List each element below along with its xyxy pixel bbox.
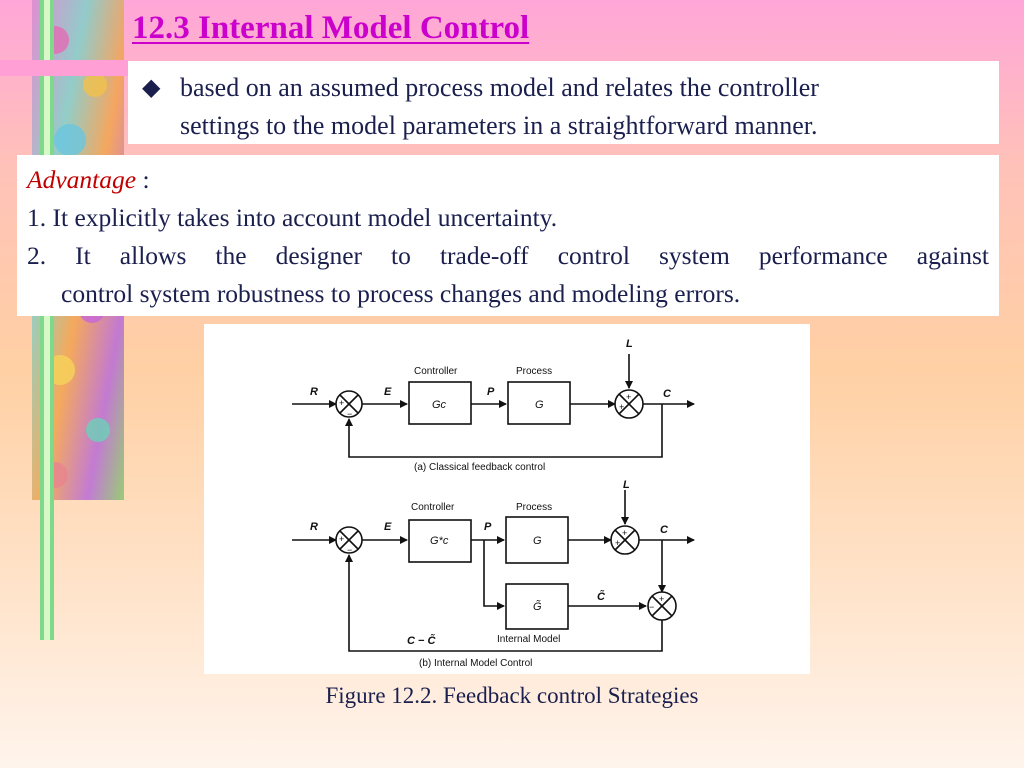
sum1-minus-a: − xyxy=(347,409,352,419)
signal-c-a: C xyxy=(663,388,672,400)
intro-line-1: based on an assumed process model and re… xyxy=(180,73,819,102)
sum2-plus-top-b: + xyxy=(622,528,627,538)
signal-l-b: L xyxy=(623,479,630,491)
controller-label-a: Controller xyxy=(414,366,458,377)
process-block-b: G xyxy=(533,535,542,547)
process-label-b: Process xyxy=(516,502,552,513)
sum2-plus-top-a: + xyxy=(626,392,631,402)
internal-model-label-b: Internal Model xyxy=(497,634,560,645)
sum3-minus-b: − xyxy=(649,602,654,612)
signal-e-a: E xyxy=(384,386,392,398)
sum2-plus-left-a: + xyxy=(619,402,624,412)
sum1-minus-b: − xyxy=(347,545,352,555)
signal-e-b: E xyxy=(384,521,392,533)
decorative-side-strip xyxy=(0,0,128,640)
signal-p-b: P xyxy=(484,521,492,533)
diamond-bullet-icon: ◆ xyxy=(142,75,161,101)
advantage-colon: : xyxy=(136,165,150,194)
controller-block-a: Gc xyxy=(432,399,447,411)
process-label-a: Process xyxy=(516,366,552,377)
signal-r-a: R xyxy=(310,386,318,398)
block-diagram: R E P L C Controller Process Gc G + − + … xyxy=(292,338,695,669)
sum2-plus-left-b: + xyxy=(615,538,620,548)
caption-b: (b) Internal Model Control xyxy=(419,658,532,669)
caption-a: (a) Classical feedback control xyxy=(414,462,545,473)
signal-c-tilde-b: C̃ xyxy=(597,590,606,603)
sum1-plus-b: + xyxy=(339,534,344,544)
model-block-b: G̃ xyxy=(533,600,542,613)
sum1-plus-a: + xyxy=(339,398,344,408)
process-block-a: G xyxy=(535,399,544,411)
slide-title: 12.3 Internal Model Control xyxy=(132,10,530,46)
advantage-heading: Advantage xyxy=(27,165,137,194)
advantage-heading-line: Advantage : xyxy=(27,161,989,199)
signal-r-b: R xyxy=(310,521,318,533)
signal-p-a: P xyxy=(487,386,495,398)
signal-l-a: L xyxy=(626,338,633,350)
controller-label-b: Controller xyxy=(411,502,455,513)
block-diagram-figure: R E P L C Controller Process Gc G + − + … xyxy=(204,324,810,674)
feedback-label-b: C − C̃ xyxy=(407,634,436,647)
advantage-item-1: 1. It explicitly takes into account mode… xyxy=(27,203,558,232)
controller-block-b: G*c xyxy=(430,535,449,547)
intro-line-2: settings to the model parameters in a st… xyxy=(180,111,818,140)
figure-caption: Figure 12.2. Feedback control Strategies xyxy=(325,683,699,708)
intro-text-box: ◆ based on an assumed process model and … xyxy=(128,61,999,144)
advantage-item-2-line-1: 2. It allows the designer to trade-off c… xyxy=(27,241,989,270)
signal-c-b: C xyxy=(660,524,669,536)
advantage-box: Advantage : 1. It explicitly takes into … xyxy=(17,155,999,316)
advantage-item-2-line-2: control system robustness to process cha… xyxy=(61,279,741,308)
sum3-plus-b: + xyxy=(659,594,664,604)
